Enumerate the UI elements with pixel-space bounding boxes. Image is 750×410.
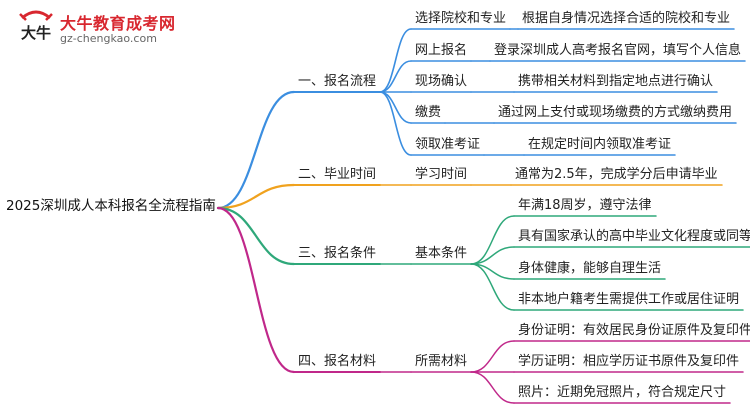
step-online-registration: 网上报名 xyxy=(415,43,468,58)
logo-name: 大牛教育成考网 xyxy=(60,14,176,33)
branch-registration-process: 一、报名流程 xyxy=(298,74,377,89)
step-detail: 登录深圳成人高考报名官网，填写个人信息 xyxy=(494,43,742,58)
material-item: 学历证明：相应学历证书原件及复印件 xyxy=(518,354,740,369)
step-detail: 在规定时间内领取准考证 xyxy=(528,137,672,152)
study-duration-label: 学习时间 xyxy=(415,167,468,182)
condition-item: 具有国家承认的高中毕业文化程度或同等学力 xyxy=(518,229,750,244)
basic-conditions-label: 基本条件 xyxy=(415,246,468,261)
step-choose-school: 选择院校和专业 xyxy=(415,11,507,26)
root-to-branch-connector xyxy=(216,183,296,210)
child-to-detail-connector xyxy=(470,340,515,373)
branch-to-child-connector xyxy=(379,60,412,93)
root-to-branch-connector xyxy=(216,206,296,266)
logo-url: gz-chengkao.com xyxy=(60,32,157,45)
child-to-detail-connector xyxy=(470,246,515,265)
mindmap-root: 2025深圳成人本科报名全流程指南 xyxy=(6,198,216,214)
site-logo[interactable]: 大牛 大牛教育成考网 gz-chengkao.com xyxy=(8,6,175,52)
step-detail: 通过网上支付或现场缴费的方式缴纳费用 xyxy=(498,105,733,120)
study-duration-detail: 通常为2.5年，完成学分后申请毕业 xyxy=(515,167,718,182)
step-onsite-confirmation: 现场确认 xyxy=(415,74,468,89)
condition-item: 非本地户籍考生需提供工作或居住证明 xyxy=(518,292,740,307)
branch-materials: 四、报名材料 xyxy=(298,354,377,369)
material-item: 照片：近期免冠照片，符合规定尺寸 xyxy=(518,385,727,400)
child-to-detail-connector xyxy=(470,263,515,311)
step-detail: 携带相关材料到指定地点进行确认 xyxy=(518,74,714,89)
branch-graduation-time: 二、毕业时间 xyxy=(298,167,377,182)
required-materials-label: 所需材料 xyxy=(415,354,468,369)
branch-to-child-connector xyxy=(379,91,412,156)
bull-logo-icon: 大牛 xyxy=(19,10,53,42)
child-to-detail-connector xyxy=(470,371,515,404)
condition-item: 年满18周岁，遵守法律 xyxy=(518,198,652,213)
child-to-detail-connector xyxy=(470,215,515,265)
branch-eligibility: 三、报名条件 xyxy=(298,246,377,261)
root-to-branch-connector xyxy=(216,206,296,374)
step-detail: 根据自身情况选择合适的院校和专业 xyxy=(522,11,731,26)
material-item: 身份证明：有效居民身份证原件及复印件 xyxy=(518,323,750,338)
root-to-branch-connector xyxy=(216,90,296,210)
step-admission-ticket: 领取准考证 xyxy=(415,137,481,152)
condition-item: 身体健康，能够自理生活 xyxy=(518,261,662,276)
step-payment: 缴费 xyxy=(415,105,442,120)
logo-mark-text: 大牛 xyxy=(21,24,51,42)
